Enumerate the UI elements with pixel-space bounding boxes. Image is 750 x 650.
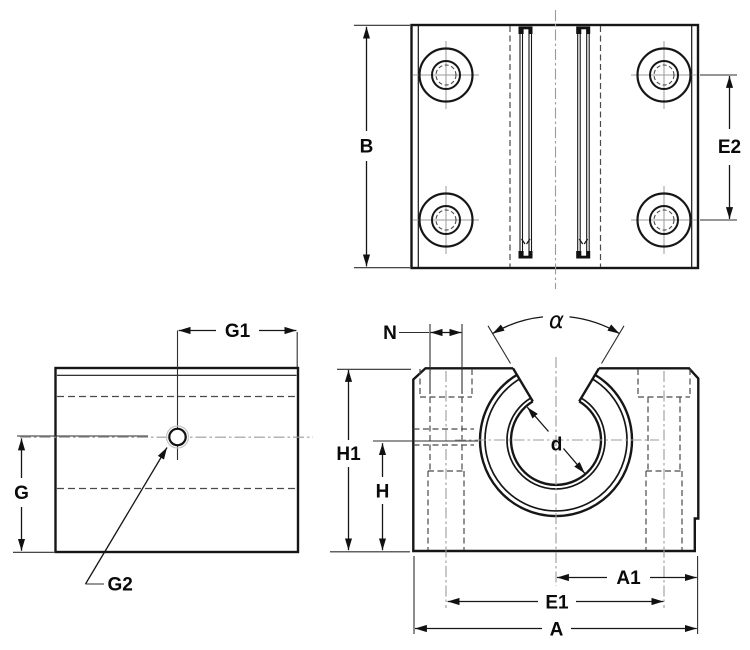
dim-label-g1: G1 [225,321,251,342]
dim-label-a: A [550,619,564,640]
bore-hidden-edges [509,26,602,267]
leader-G2-line [84,447,168,585]
top-view-edge-inner-lines [417,26,693,267]
top-view: B E2 [354,10,741,289]
dim-label-g: G [14,483,29,504]
bolt-hole [431,60,461,90]
dim-label-g2: G2 [108,575,133,596]
bore-outer-inner-arc [484,378,628,512]
bolt-hole [431,205,461,235]
dim-label-e2: E2 [718,137,741,158]
dim-label-e1: E1 [545,593,569,614]
lube-hole-halo [165,425,190,449]
front-view-centerlines [445,357,665,608]
bolt-holes [418,47,692,248]
dim-alpha-arc-right [569,316,620,335]
seal-cap-notch [523,251,529,256]
seal-cap-notch [581,251,587,256]
front-view-extension-lines [330,324,699,634]
hidden-circle [653,209,675,231]
dim-d-line-upper [526,406,549,432]
top-view-extension-lines [354,24,737,269]
seal-hook-marks [521,238,589,245]
hidden-circle [653,64,675,86]
seal-cap-notch [581,29,587,34]
dim-d-line-lower [563,448,586,474]
hidden-circle [435,64,457,86]
seal-cap-notch [523,29,529,34]
dim-label-b: B [360,137,374,158]
bolt-hole-counterbore [636,192,692,248]
side-view: G1 G G2 [13,321,313,596]
side-view-outline [54,366,300,554]
dim-label-h: H [376,482,390,503]
dim-alpha-arc-left [492,316,544,335]
dim-label-a1: A1 [616,568,641,589]
dim-label-n: N [383,323,397,344]
side-view-extension-lines [13,330,298,585]
bolt-hole-counterbore [636,47,692,103]
bolt-hole [649,205,679,235]
dim-label-h1: H1 [336,444,361,465]
dim-label-d: d [551,435,563,456]
bolt-hole [649,60,679,90]
lube-hole [168,427,187,447]
front-view: N α d H1 H A1 E1 A [330,308,700,640]
bolt-hole-counterbore [418,192,474,248]
top-view-outline [410,23,700,270]
dim-label-alpha: α [549,308,564,334]
hidden-circle [435,209,457,231]
side-view-hidden-lines [57,395,297,490]
bolt-hole-counterbore [418,47,474,103]
bolt-hole-thread-circles [435,64,675,231]
hidden-mounting-holes [413,369,691,550]
seal-strip-lines [519,34,590,257]
seal-strip-caps [518,26,591,259]
hole-crosshairs [413,41,697,254]
